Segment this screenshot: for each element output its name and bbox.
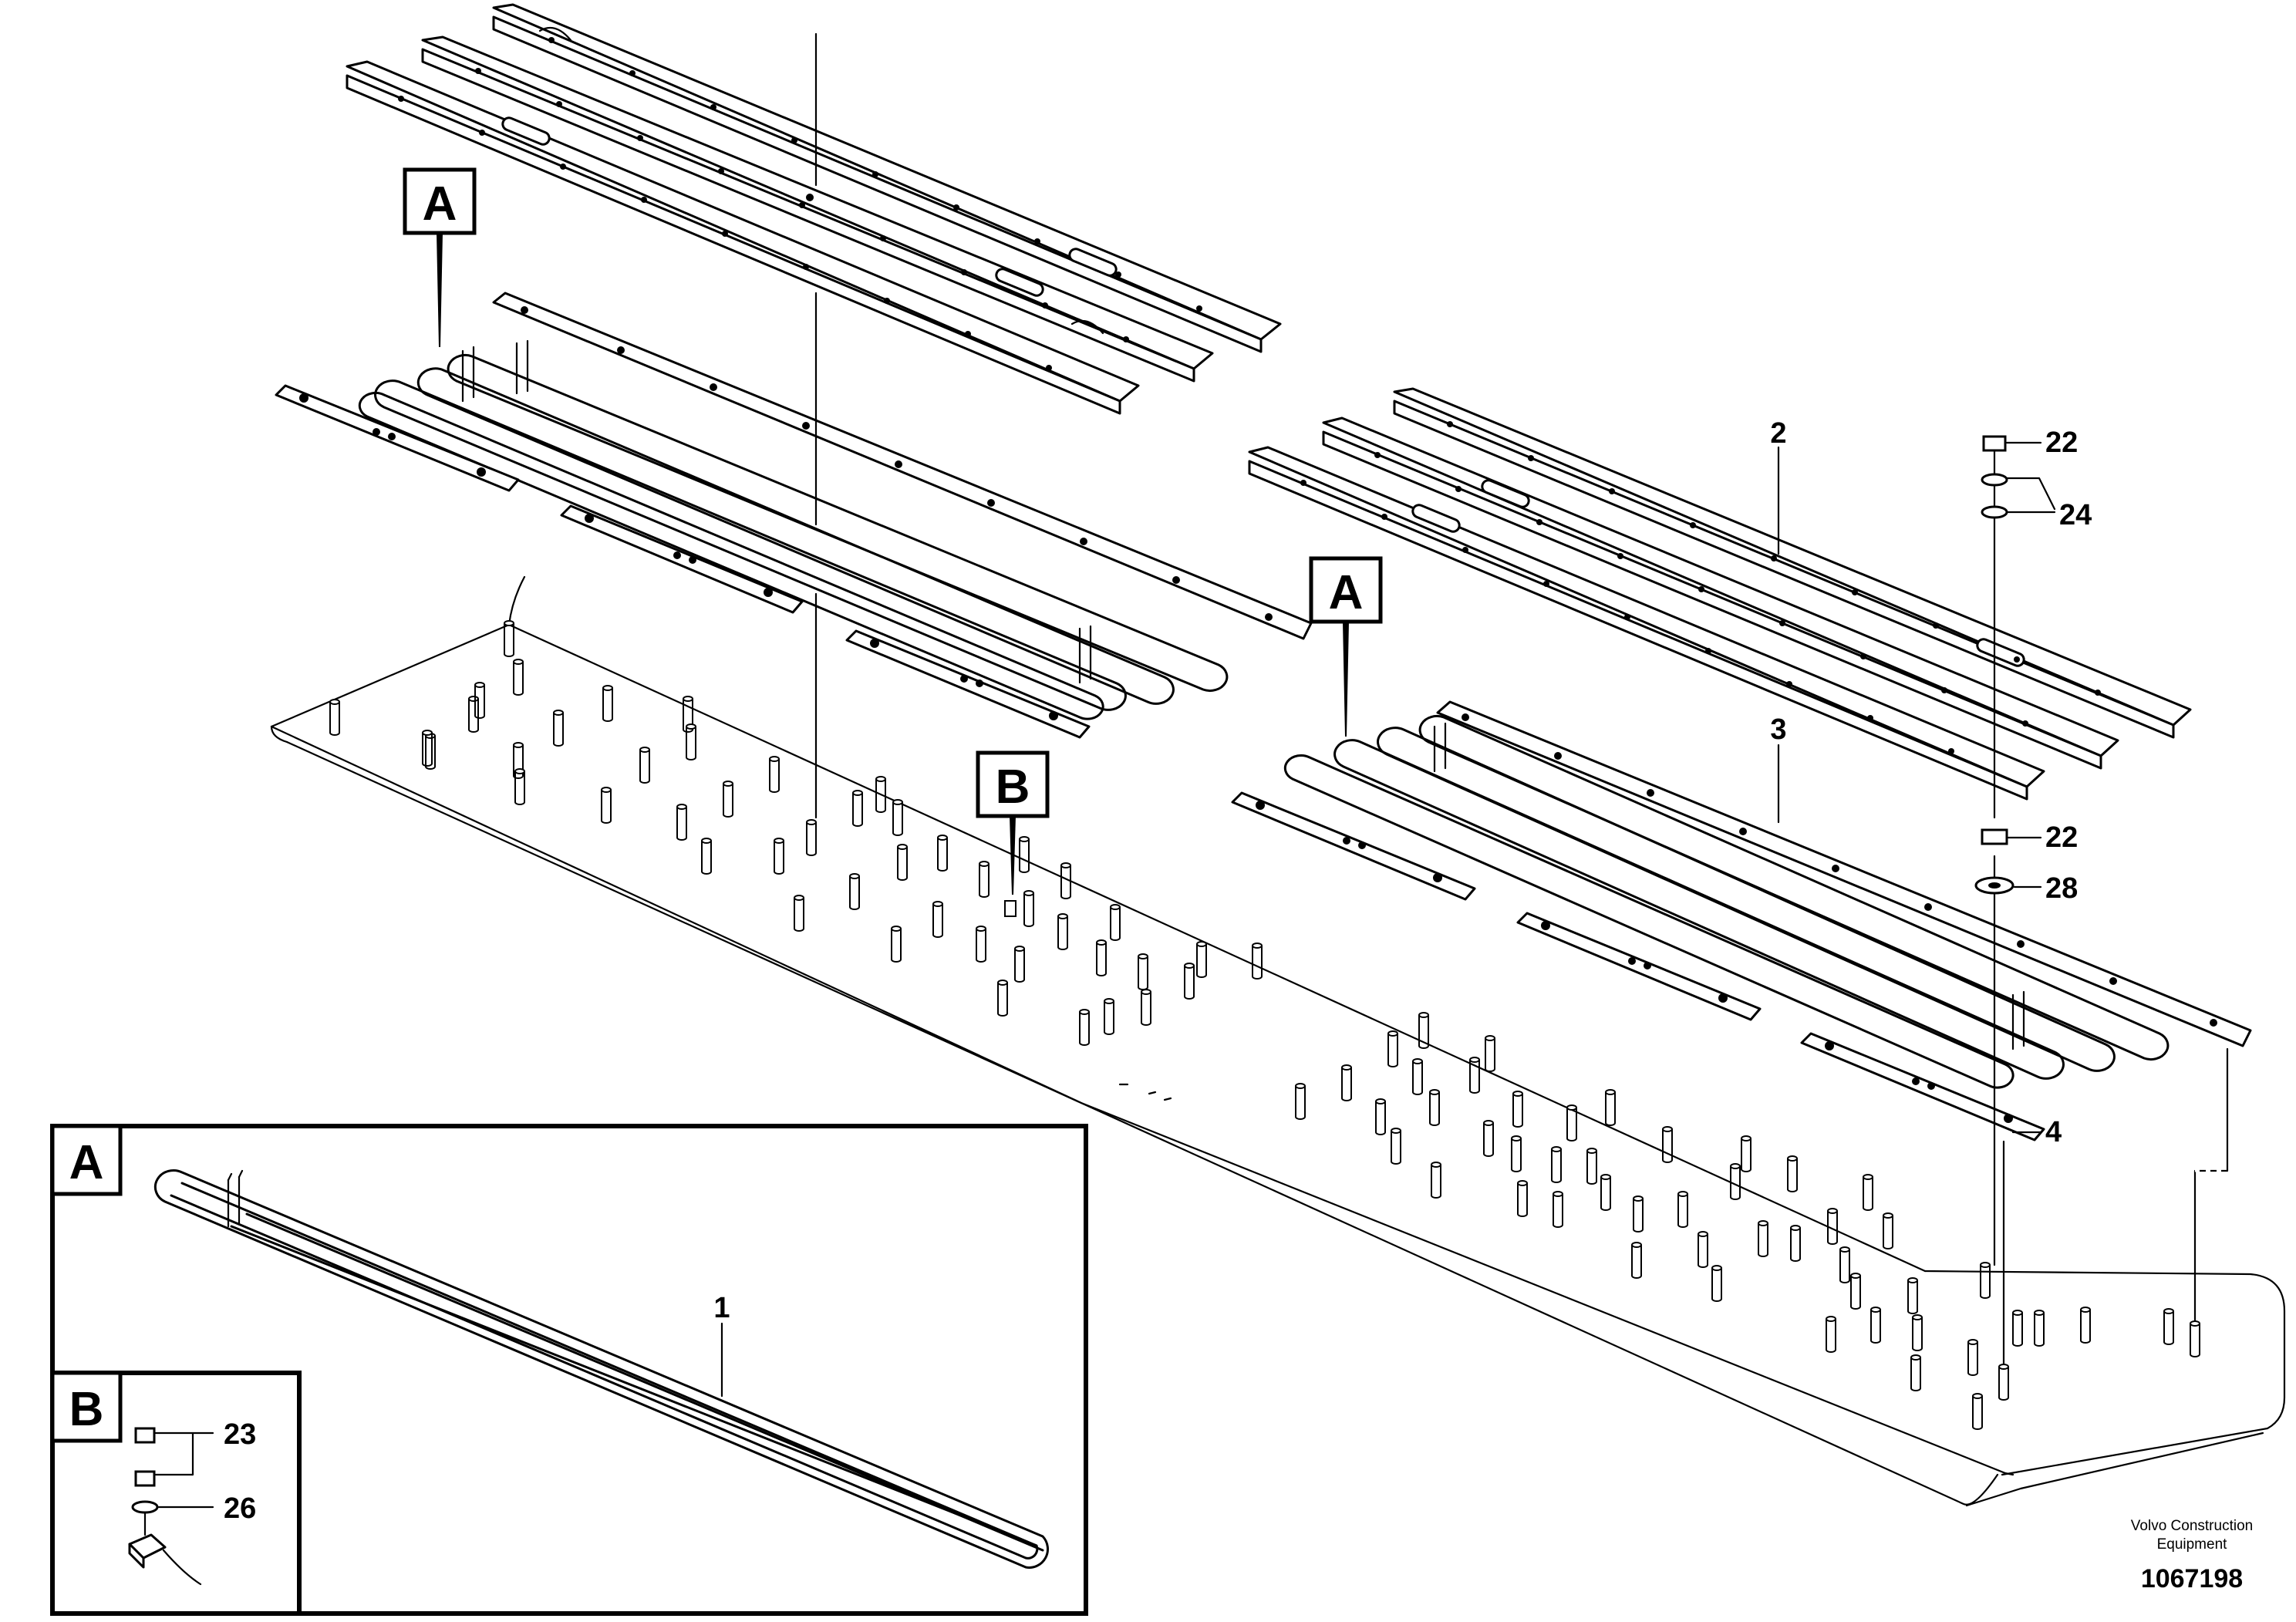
view-a-marker-right: A: [1309, 556, 1383, 737]
view-a-marker-left: A: [403, 167, 477, 347]
callout-2: 2: [1770, 417, 1786, 450]
right-short-strips: [1231, 791, 2045, 1141]
right-long-strip: [1436, 700, 2252, 1047]
right-channel-rails: [1248, 387, 2192, 801]
svg-text:A: A: [69, 1136, 104, 1189]
svg-text:B: B: [69, 1383, 104, 1436]
right-fastener-stack: [1974, 435, 2014, 1367]
callout-1: 1: [713, 1292, 730, 1324]
callout-22-mid: 22: [2045, 821, 2078, 854]
callout-26: 26: [224, 1492, 256, 1525]
left-short-strips: [275, 384, 1091, 739]
callout-3: 3: [1770, 713, 1786, 746]
callout-22-top: 22: [2045, 427, 2078, 459]
left-channel-rails: [346, 3, 1282, 415]
svg-text:B: B: [996, 760, 1030, 814]
callout-labels: 1 2 3 4 22 24 22 28 23 26: [224, 417, 2092, 1525]
left-heating-element: [358, 339, 1229, 720]
callout-leaders: [154, 441, 2056, 1509]
drawing-number: 1067198: [2141, 1564, 2243, 1593]
svg-text:A: A: [423, 177, 457, 231]
svg-text:A: A: [1329, 566, 1364, 619]
callout-24: 24: [2059, 499, 2092, 531]
view-b-marker: B: [976, 750, 1050, 917]
callout-4: 4: [2045, 1116, 2062, 1148]
manufacturer-name-line2: Equipment: [2157, 1536, 2228, 1553]
footer: Volvo Construction Equipment 1067198: [2131, 1518, 2253, 1593]
callout-23: 23: [224, 1418, 256, 1451]
right-heating-element: [1283, 715, 2170, 1089]
manufacturer-name: Volvo Construction: [2131, 1518, 2253, 1534]
detail-view-b: B: [50, 1371, 302, 1616]
callout-28: 28: [2045, 872, 2078, 905]
base-plate: [270, 575, 2286, 1507]
right-bracket-line: [2193, 1047, 2229, 1322]
